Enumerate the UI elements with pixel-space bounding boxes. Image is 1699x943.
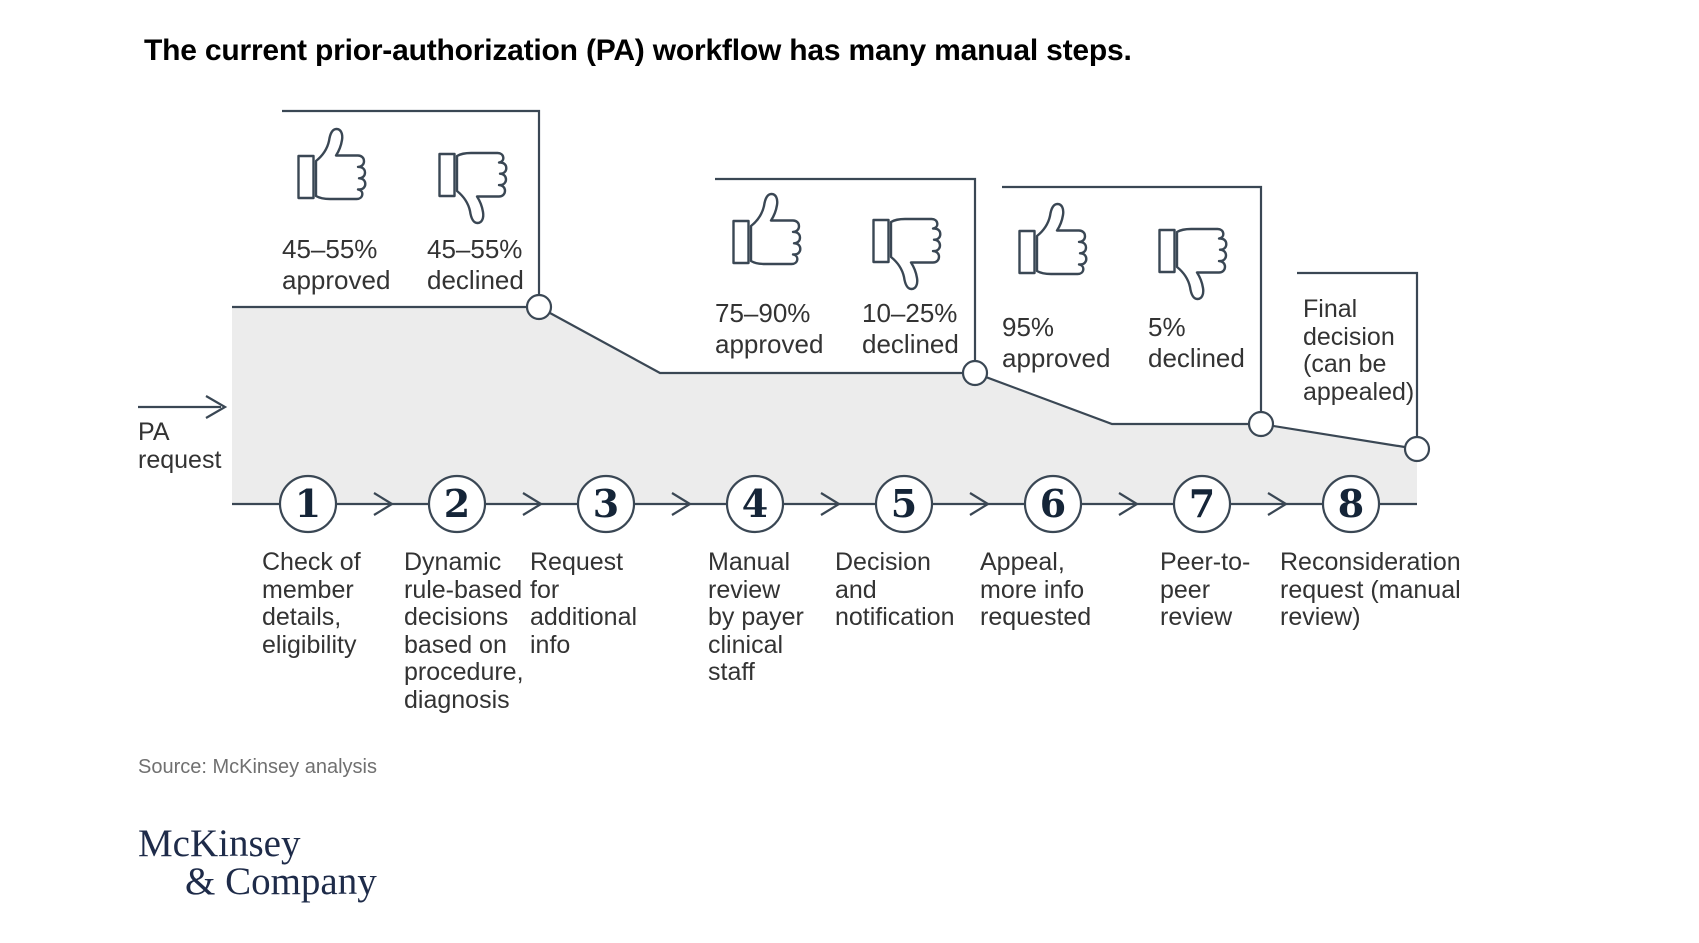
mckinsey-logo-line1: McKinsey: [138, 822, 301, 865]
thumbs-up-icon: [732, 192, 802, 266]
step-label-5: Decision and notification: [835, 548, 955, 631]
bracket-step6-outcomes: [1002, 185, 1263, 412]
step-number-3: 3: [592, 481, 620, 526]
step-circle-3: [576, 474, 636, 534]
page-title: The current prior-authorization (PA) wor…: [144, 34, 1132, 67]
thumbs-down-icon: [438, 151, 508, 225]
step-number-8: 8: [1337, 481, 1365, 526]
outcome-approved-step4: 75–90% approved: [715, 298, 824, 359]
step-circle-4: [725, 474, 785, 534]
step-label-8: Reconsideration request (manual review): [1280, 548, 1461, 631]
outcome-declined-step4: 10–25% declined: [862, 298, 959, 359]
step-number-5: 5: [890, 481, 918, 526]
junction-dot: [1247, 410, 1275, 438]
step-label-3: Request for additional info: [530, 548, 638, 659]
outcome-approved-step2: 45–55% approved: [282, 234, 391, 295]
outcome-declined-step2: 45–55% declined: [427, 234, 524, 295]
step-label-6: Appeal, more info requested: [980, 548, 1092, 631]
step-number-6: 6: [1039, 481, 1067, 526]
flow-chevrons: [373, 492, 1289, 516]
step-circle-5: [874, 474, 934, 534]
mckinsey-logo-line2: & Company: [185, 860, 377, 903]
bracket-step2-outcomes: [282, 109, 541, 295]
final-decision-note: Final decision (can be appealed): [1303, 295, 1415, 406]
outcome-declined-step6: 5% declined: [1148, 312, 1245, 373]
bracket-final-decision: [1297, 271, 1419, 437]
step-label-4: Manual review by payer clinical staff: [708, 548, 804, 686]
step-circle-6: [1023, 474, 1083, 534]
funnel-area: [232, 307, 1417, 504]
thumbs-down-icon: [1158, 227, 1228, 301]
source-note: Source: McKinsey analysis: [138, 756, 377, 778]
step-label-7: Peer-to- peer review: [1160, 548, 1251, 631]
pa-request-arrow: [138, 395, 228, 419]
step-circle-1: [278, 474, 338, 534]
thumbs-up-icon: [1018, 202, 1088, 276]
step-label-1: Check of member details, eligibility: [262, 548, 361, 659]
step-number-7: 7: [1188, 481, 1216, 526]
junction-dot: [1403, 435, 1431, 463]
step-circle-2: [427, 474, 487, 534]
step-circle-7: [1172, 474, 1232, 534]
step-circle-8: [1321, 474, 1381, 534]
junction-dot: [525, 293, 553, 321]
thumbs-up-icon: [297, 127, 367, 201]
pa-request-label: PA request: [138, 418, 222, 474]
step-label-2: Dynamic rule-based decisions based on pr…: [404, 548, 524, 714]
step-number-4: 4: [741, 481, 769, 526]
bracket-step4-outcomes: [715, 177, 977, 361]
junction-dot: [961, 359, 989, 387]
outcome-approved-step6: 95% approved: [1002, 312, 1111, 373]
step-number-2: 2: [443, 481, 471, 526]
step-number-1: 1: [294, 481, 322, 526]
thumbs-down-icon: [872, 217, 942, 291]
